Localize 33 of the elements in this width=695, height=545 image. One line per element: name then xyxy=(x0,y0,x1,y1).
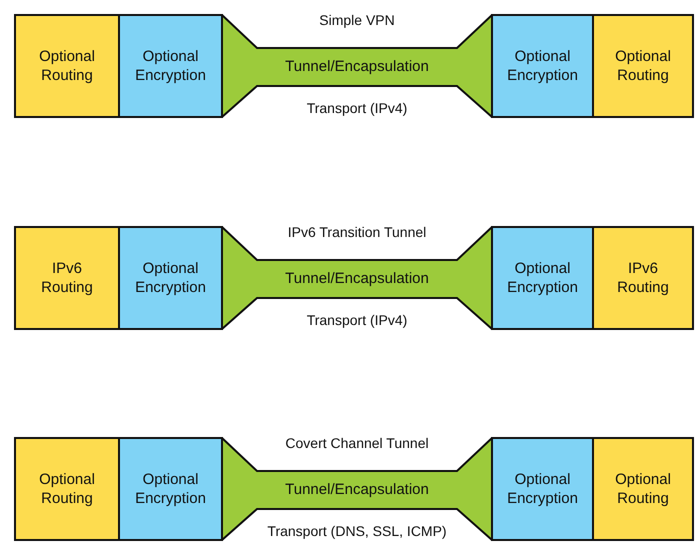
box-label: Optional Encryption xyxy=(507,259,578,297)
tunnel-title: Simple VPN xyxy=(319,12,395,28)
box-label: Optional Routing xyxy=(614,470,672,508)
encryption-box xyxy=(491,226,594,330)
transport-label: Transport (DNS, SSL, ICMP) xyxy=(267,523,447,539)
tunnel-label: Tunnel/Encapsulation xyxy=(285,481,429,498)
tunnel-label: Tunnel/Encapsulation xyxy=(285,58,429,75)
box-label: Optional Encryption xyxy=(507,470,578,508)
tunnel-title: IPv6 Transition Tunnel xyxy=(288,224,426,240)
routing-box xyxy=(14,437,120,541)
box-label: IPv6 Routing xyxy=(40,259,94,297)
encryption-box xyxy=(118,14,223,118)
routing-box xyxy=(14,14,120,118)
tunnel-label: Tunnel/Encapsulation xyxy=(285,270,429,287)
encryption-box xyxy=(491,14,594,118)
routing-box xyxy=(592,226,694,330)
box-label: Optional Encryption xyxy=(507,47,578,85)
routing-box xyxy=(592,437,694,541)
encryption-box xyxy=(118,437,223,541)
box-label: Optional Routing xyxy=(614,47,672,85)
box-label: IPv6 Routing xyxy=(616,259,670,297)
box-label: Optional Routing xyxy=(38,470,96,508)
routing-box xyxy=(14,226,120,330)
box-label: Optional Encryption xyxy=(134,47,207,85)
tunnel-title: Covert Channel Tunnel xyxy=(285,435,429,451)
box-label: Optional Routing xyxy=(38,47,96,85)
box-label: Optional Encryption xyxy=(134,470,207,508)
box-label: Optional Encryption xyxy=(134,259,207,297)
encryption-box xyxy=(118,226,223,330)
transport-label: Transport (IPv4) xyxy=(306,312,408,328)
encryption-box xyxy=(491,437,594,541)
transport-label: Transport (IPv4) xyxy=(306,100,408,116)
routing-box xyxy=(592,14,694,118)
